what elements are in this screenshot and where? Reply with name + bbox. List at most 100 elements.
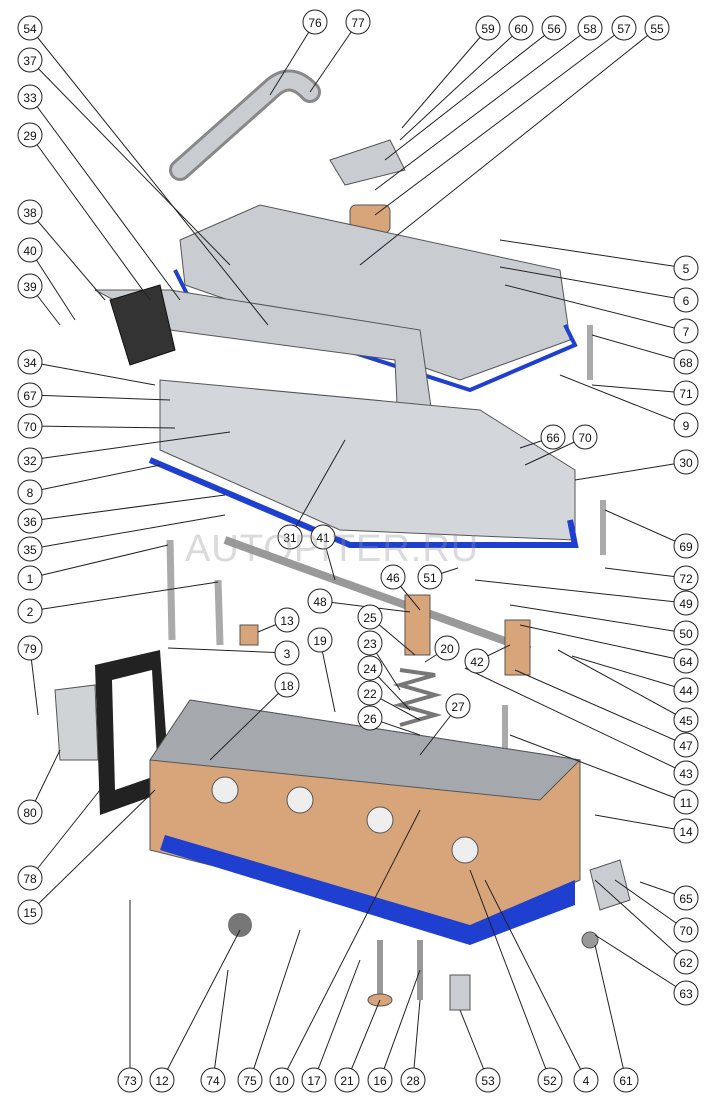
- leader-line: [29, 96, 181, 301]
- callout-71: 71: [673, 380, 699, 406]
- callout-number: 8: [27, 486, 34, 500]
- callout-31: 31: [277, 524, 303, 550]
- callout-circle: [357, 630, 383, 656]
- leader-line: [29, 361, 156, 386]
- leader-line: [459, 1009, 489, 1081]
- callout-number: 12: [155, 1074, 169, 1088]
- callout-circle: [237, 1067, 263, 1093]
- callout-number: 31: [283, 531, 297, 545]
- callout-61: 61: [613, 1067, 639, 1093]
- callout-number: 80: [23, 806, 37, 820]
- callout-45: 45: [673, 707, 699, 733]
- leader-line: [29, 494, 226, 522]
- callout-number: 45: [679, 714, 693, 728]
- callout-circle: [673, 565, 699, 591]
- callout-number: 71: [679, 387, 693, 401]
- callout-circle: [302, 9, 328, 35]
- callout-circle: [357, 705, 383, 731]
- callout-56: 56: [541, 15, 567, 41]
- callout-4: 4: [573, 1067, 599, 1093]
- leader-line: [167, 647, 288, 654]
- callout-circle: [464, 648, 490, 674]
- leader-line: [594, 879, 687, 963]
- callout-circle: [673, 620, 699, 646]
- callout-circle: [673, 677, 699, 703]
- callout-circle: [274, 640, 300, 666]
- callout-number: 7: [683, 325, 690, 339]
- thermostat-housing-part: [329, 139, 406, 186]
- callout-15: 15: [17, 899, 43, 925]
- leader-line: [412, 999, 421, 1081]
- callout-5: 5: [673, 255, 699, 281]
- callout-number: 3: [284, 647, 291, 661]
- callout-number: 40: [23, 244, 37, 258]
- callout-44: 44: [673, 677, 699, 703]
- callout-circle: [17, 237, 43, 263]
- callout-number: 65: [679, 892, 693, 906]
- rocker-housing-part: [159, 379, 576, 541]
- callout-80: 80: [17, 799, 43, 825]
- callout-circle: [17, 84, 43, 110]
- callout-circle: [274, 672, 300, 698]
- callout-number: 56: [547, 22, 561, 36]
- callout-number: 36: [23, 515, 37, 529]
- leader-line: [29, 514, 226, 550]
- callout-number: 58: [583, 22, 597, 36]
- callout-circle: [673, 732, 699, 758]
- callout-number: 30: [679, 456, 693, 470]
- leader-line: [591, 334, 687, 363]
- callout-circle: [541, 15, 567, 41]
- callout-circle: [644, 15, 670, 41]
- parts-illustration: [54, 69, 631, 1011]
- callout-circle: [537, 1067, 563, 1093]
- rocker-shaft-part: [223, 536, 532, 654]
- callout-number: 25: [363, 611, 377, 625]
- leader-line: [346, 999, 381, 1081]
- callout-circle: [17, 47, 43, 73]
- callout-74: 74: [200, 1067, 226, 1093]
- leader-line: [374, 27, 625, 216]
- leader-line: [29, 789, 156, 913]
- callout-6: 6: [673, 287, 699, 313]
- callout-64: 64: [673, 648, 699, 674]
- callout-9: 9: [673, 412, 699, 438]
- callout-number: 1: [27, 572, 34, 586]
- leader-line: [504, 284, 687, 332]
- callout-number: 51: [423, 571, 437, 585]
- callout-number: 75: [243, 1074, 257, 1088]
- callout-24: 24: [357, 655, 383, 681]
- callout-number: 34: [23, 356, 37, 370]
- leader-line: [519, 624, 687, 662]
- callout-circle: [334, 1067, 360, 1093]
- callout-circle: [17, 865, 43, 891]
- leader-lines: [29, 21, 687, 1081]
- callout-number: 43: [679, 767, 693, 781]
- callout-38: 38: [17, 199, 43, 225]
- leader-line: [29, 544, 169, 579]
- callout-circle: [673, 789, 699, 815]
- callout-70: 70: [673, 917, 699, 943]
- callout-35: 35: [17, 536, 43, 562]
- callout-68: 68: [673, 349, 699, 375]
- valve-cover-part: [179, 204, 571, 381]
- leader-line: [604, 509, 687, 547]
- leader-line: [309, 21, 359, 93]
- callout-circle: [445, 693, 471, 719]
- callout-27: 27: [445, 693, 471, 719]
- callout-circle: [673, 349, 699, 375]
- leader-line: [359, 27, 658, 266]
- callout-72: 72: [673, 565, 699, 591]
- callout-18: 18: [274, 672, 300, 698]
- leader-line: [29, 211, 106, 301]
- callout-number: 76: [308, 16, 322, 30]
- callout-75: 75: [237, 1067, 263, 1093]
- callout-25: 25: [357, 604, 383, 630]
- callout-number: 9: [683, 419, 690, 433]
- callout-circle: [17, 447, 43, 473]
- callout-circle: [673, 590, 699, 616]
- callout-13: 13: [274, 607, 300, 633]
- callout-number: 11: [680, 796, 693, 810]
- callout-number: 26: [363, 712, 377, 726]
- callout-circle: [17, 508, 43, 534]
